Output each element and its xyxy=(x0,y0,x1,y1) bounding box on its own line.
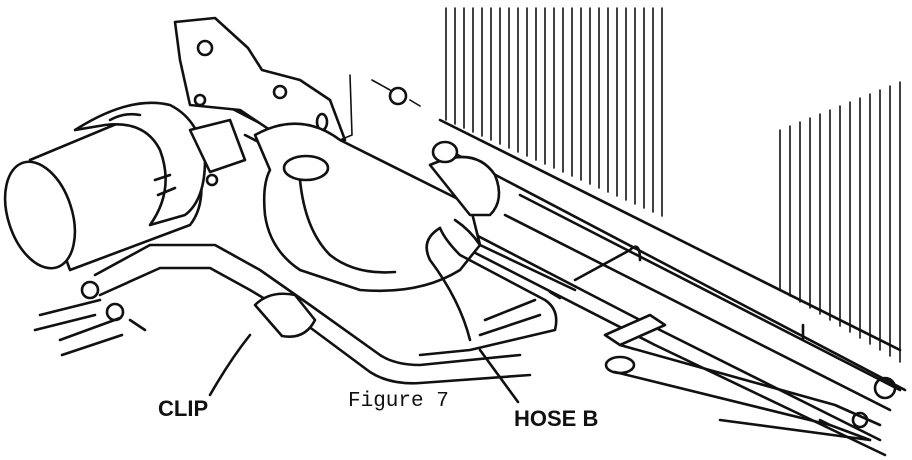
hose-b-loop xyxy=(418,218,577,357)
hose-b-leader xyxy=(478,348,520,404)
elbow-hose xyxy=(253,122,501,293)
right-tubes xyxy=(548,245,897,442)
mounting-bracket xyxy=(173,16,421,152)
pump-unit xyxy=(3,93,247,272)
clip-label: CLIP xyxy=(158,396,209,421)
hose-b-label: HOSE B xyxy=(514,406,599,431)
lower-lines xyxy=(33,243,532,397)
figure-caption: Figure 7 xyxy=(348,390,449,413)
clip-shape xyxy=(253,292,317,338)
radiator-fins xyxy=(438,7,907,392)
